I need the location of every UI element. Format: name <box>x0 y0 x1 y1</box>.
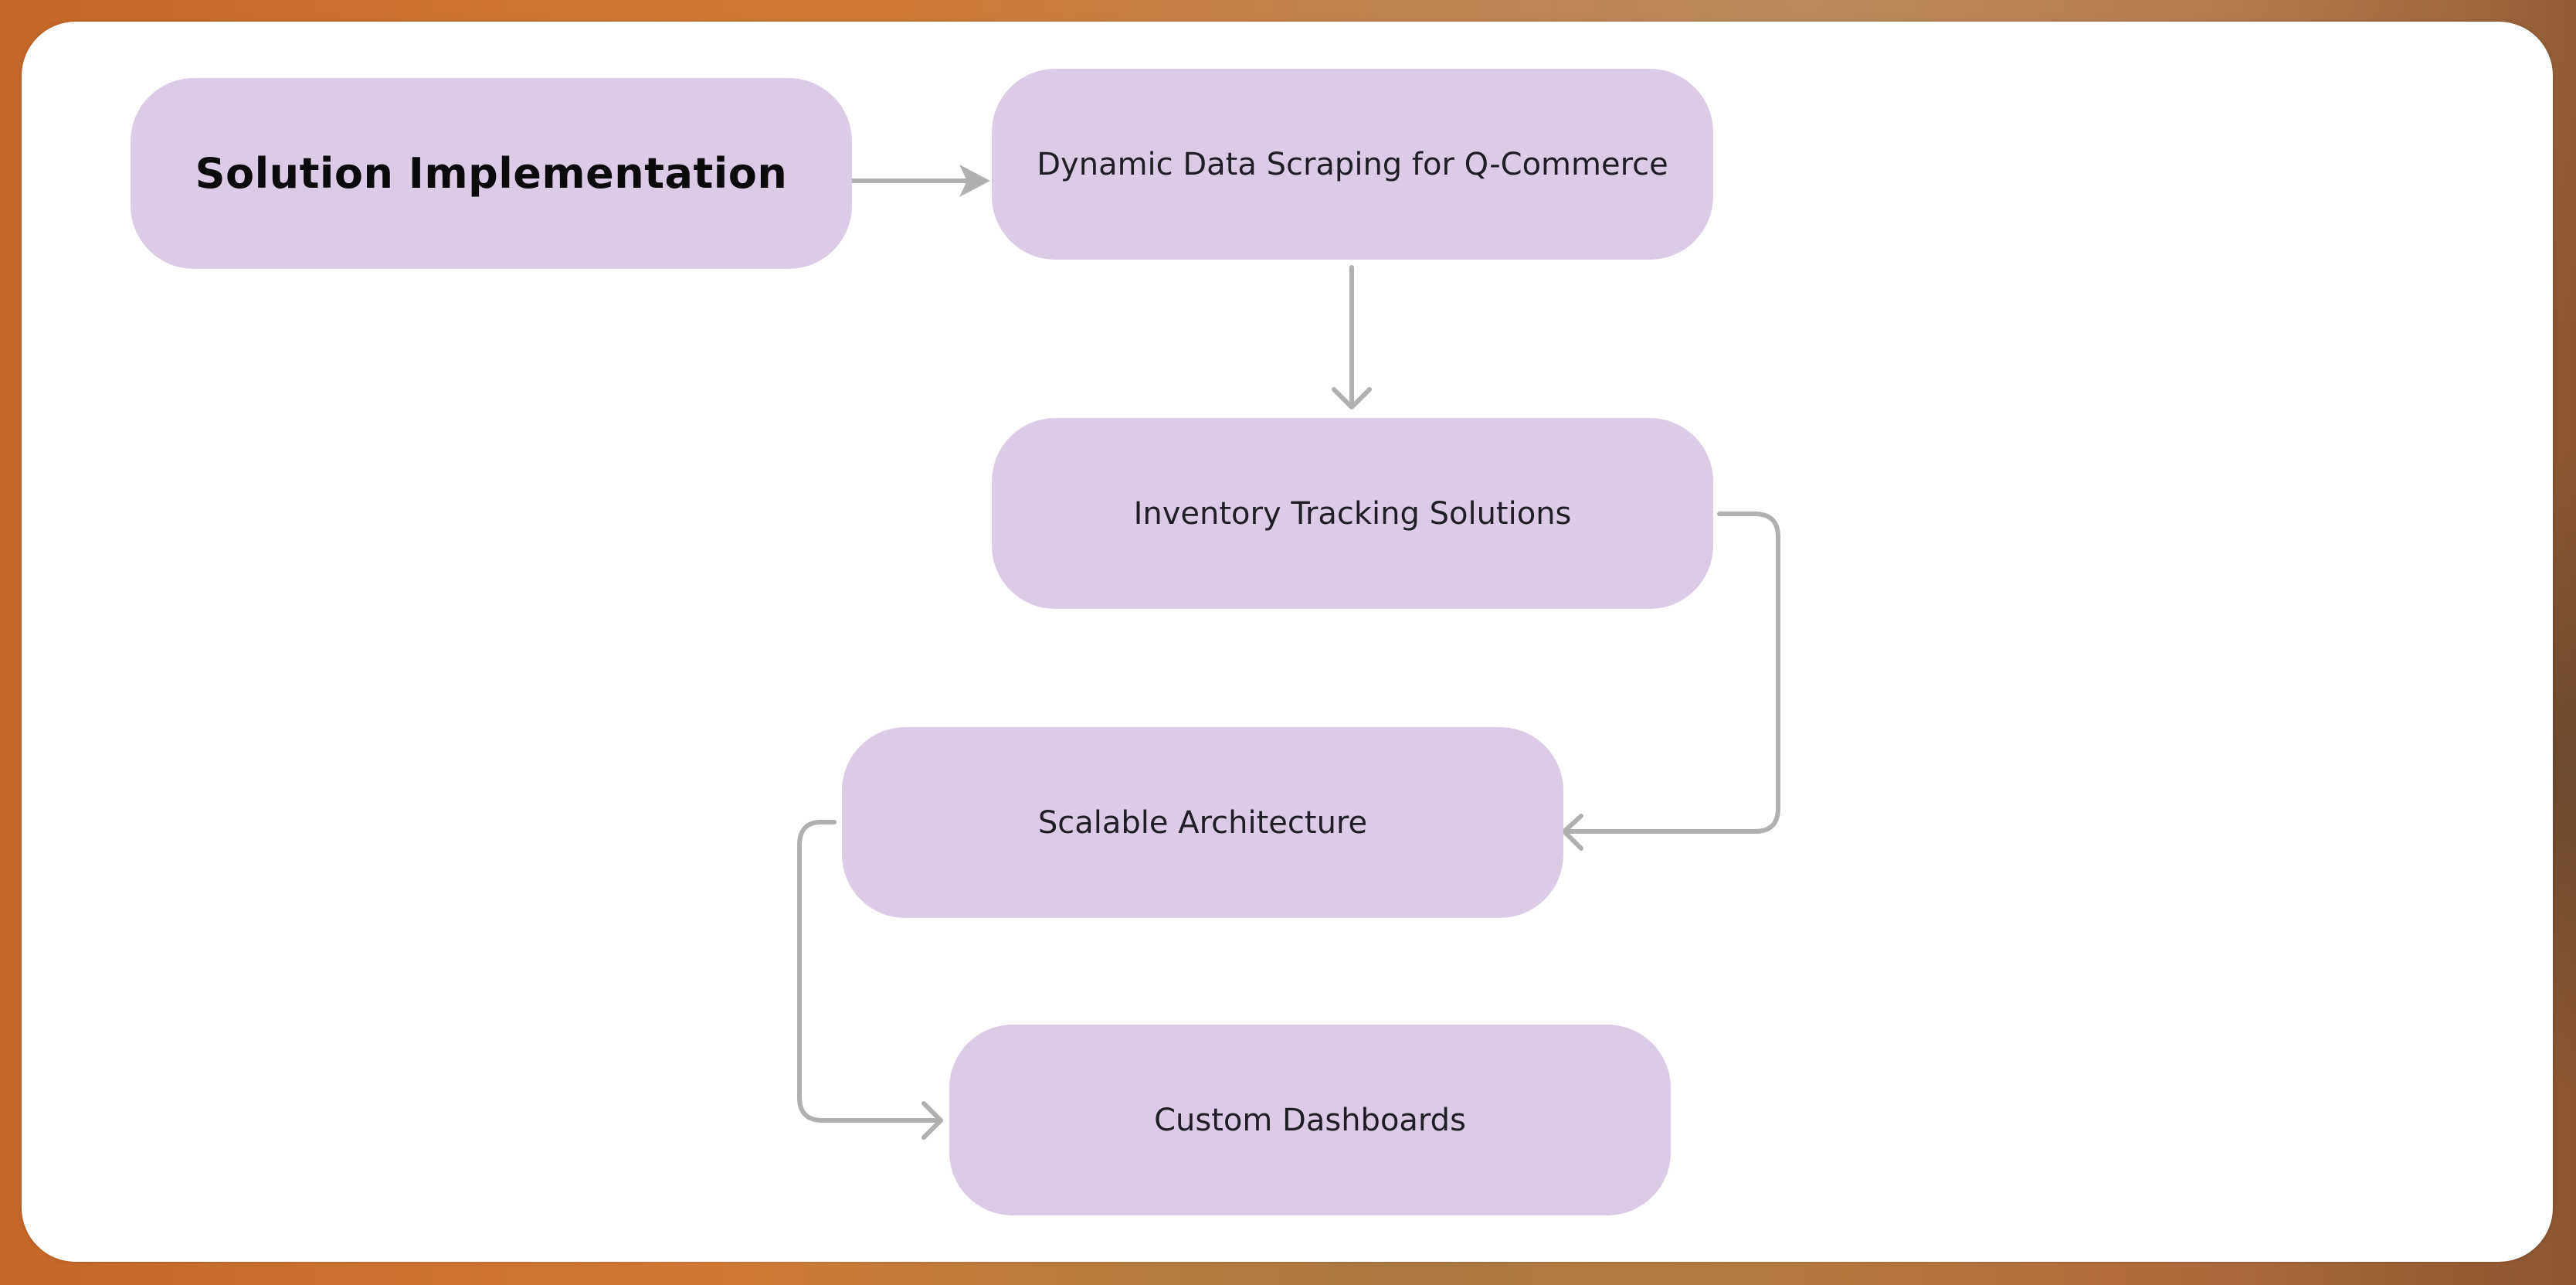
diagram-title: Solution Implementation <box>195 149 788 198</box>
node-inventory-tracking: Inventory Tracking Solutions <box>992 418 1713 609</box>
node-label: Custom Dashboards <box>1154 1102 1466 1138</box>
node-scalable-architecture: Scalable Architecture <box>842 727 1563 918</box>
node-label: Dynamic Data Scraping for Q-Commerce <box>1037 146 1668 182</box>
node-label: Inventory Tracking Solutions <box>1133 495 1572 532</box>
node-label: Scalable Architecture <box>1037 804 1368 841</box>
title-node: Solution Implementation <box>131 78 852 269</box>
node-custom-dashboards: Custom Dashboards <box>949 1025 1671 1215</box>
node-dynamic-data-scraping: Dynamic Data Scraping for Q-Commerce <box>992 69 1713 260</box>
